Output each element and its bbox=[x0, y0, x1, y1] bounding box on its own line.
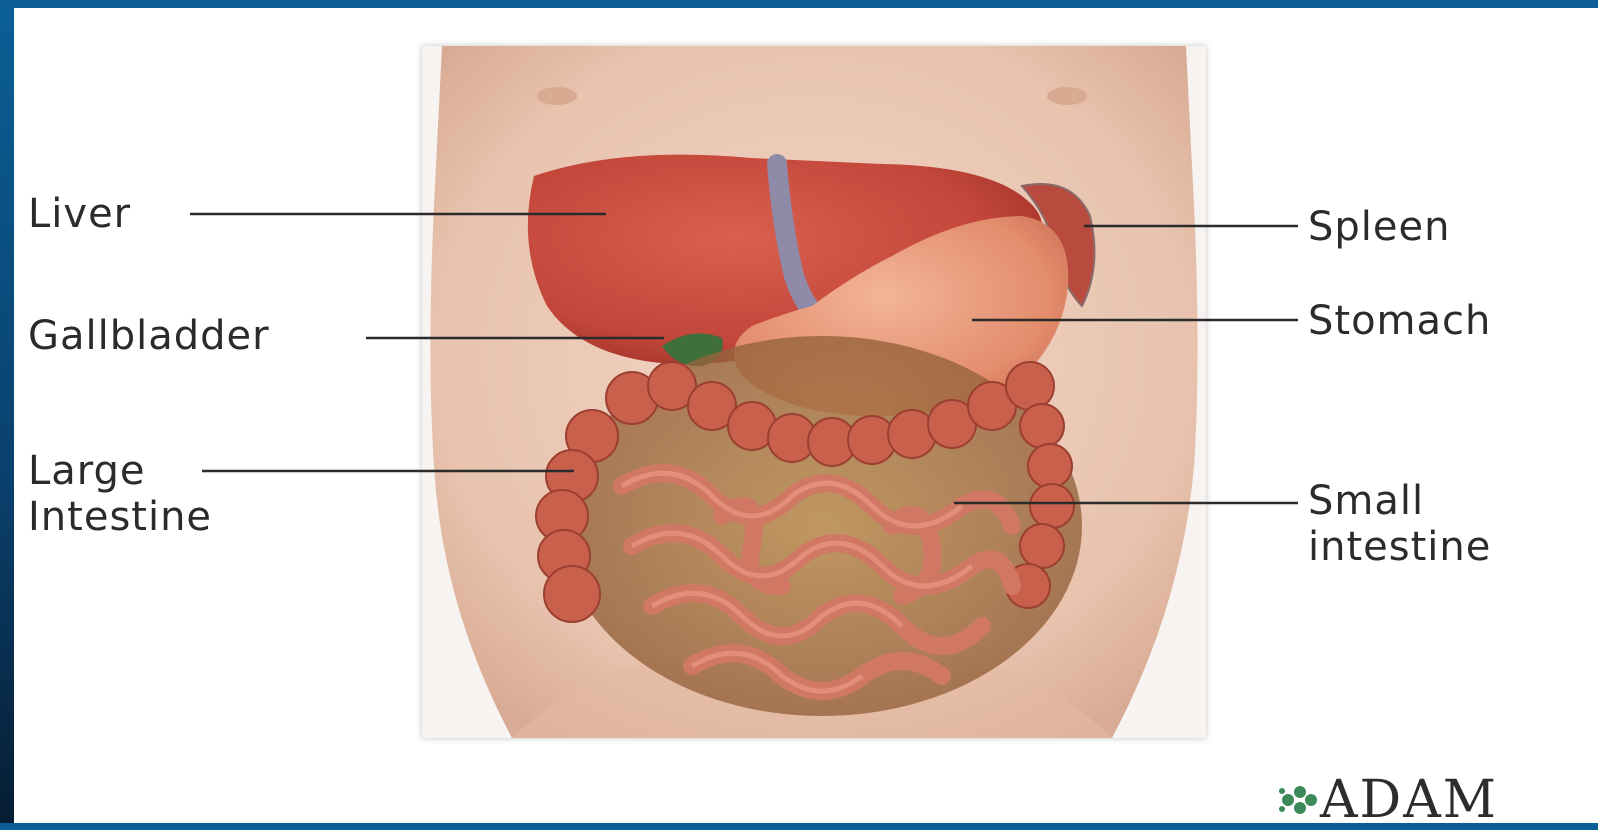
slide: Liver Gallbladder Large Intestine Spleen… bbox=[14, 8, 1598, 823]
left-nipple bbox=[537, 87, 577, 105]
small-intestine-label: Small intestine bbox=[1308, 478, 1491, 570]
gallbladder-label: Gallbladder bbox=[28, 313, 270, 359]
large-intestine-label: Large Intestine bbox=[28, 448, 212, 540]
right-nipple bbox=[1047, 87, 1087, 105]
adam-logo-text: ADAM bbox=[1320, 774, 1498, 826]
adam-logo-mark-icon bbox=[1274, 780, 1320, 820]
stomach-label: Stomach bbox=[1308, 298, 1491, 344]
adam-logo: ADAM bbox=[1274, 774, 1498, 826]
spleen-label: Spleen bbox=[1308, 204, 1450, 250]
abdomen-drawing bbox=[422, 46, 1206, 738]
liver-label: Liver bbox=[28, 191, 131, 237]
anatomy-illustration bbox=[422, 46, 1206, 738]
